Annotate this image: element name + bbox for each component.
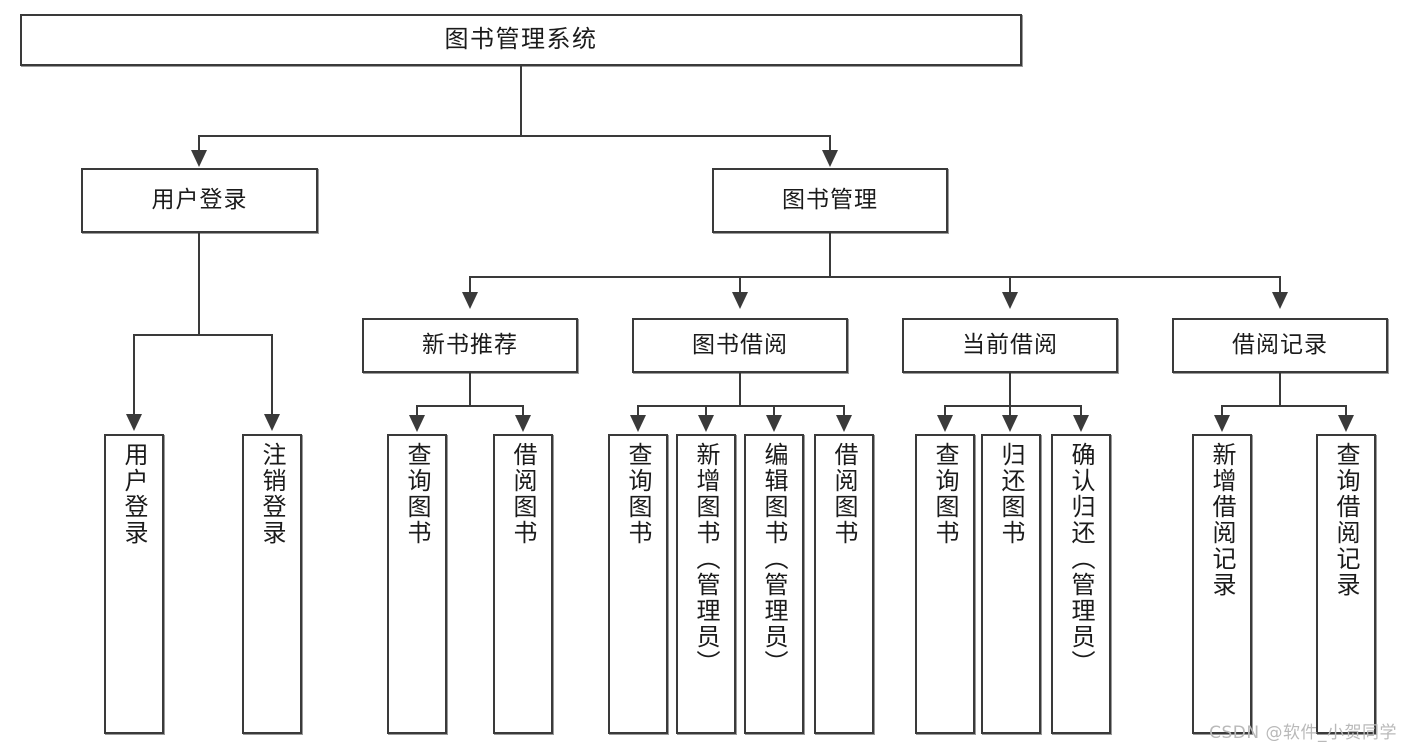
connector-user-login-stem bbox=[198, 233, 200, 335]
node-root-library-system[interactable]: 图书管理系统 bbox=[20, 14, 1022, 66]
connector-bb-bus bbox=[637, 405, 845, 407]
connector-nbr-bus bbox=[416, 405, 524, 407]
arrow-to-leaf-user-login bbox=[126, 414, 142, 431]
connector-cb-drop-1 bbox=[944, 405, 946, 417]
arrow-to-leaf-bb-add bbox=[698, 415, 714, 432]
leaf-nbr-borrow-book[interactable]: 借阅图书 bbox=[493, 434, 553, 734]
node-user-login[interactable]: 用户登录 bbox=[81, 168, 318, 233]
connector-bb-drop-4 bbox=[843, 405, 845, 417]
connector-bb-drop-3 bbox=[773, 405, 775, 417]
connector-cb-bus bbox=[944, 405, 1082, 407]
leaf-bb-edit-book-admin[interactable]: 编辑图书（管理员） bbox=[744, 434, 804, 734]
node-label: 图书借阅 bbox=[692, 332, 788, 359]
arrow-to-leaf-cb-query bbox=[937, 415, 953, 432]
node-new-book-recommend[interactable]: 新书推荐 bbox=[362, 318, 578, 373]
arrow-to-borrow-records bbox=[1272, 292, 1288, 309]
arrow-to-book-manage bbox=[822, 150, 838, 167]
arrow-to-leaf-bb-query bbox=[630, 415, 646, 432]
connector-user-login-bus bbox=[133, 334, 273, 336]
arrow-to-leaf-cb-return bbox=[1002, 415, 1018, 432]
leaf-user-login[interactable]: 用户登录 bbox=[104, 434, 164, 734]
arrow-to-leaf-nbr-borrow bbox=[515, 415, 531, 432]
connector-cb-drop-3 bbox=[1080, 405, 1082, 417]
leaf-cb-query-book[interactable]: 查询图书 bbox=[915, 434, 975, 734]
node-label: 查询借阅记录 bbox=[1332, 442, 1360, 598]
node-label: 用户登录 bbox=[151, 187, 248, 214]
node-label: 图书管理 bbox=[782, 187, 878, 214]
leaf-logout[interactable]: 注销登录 bbox=[242, 434, 302, 734]
node-label: 当前借阅 bbox=[962, 332, 1058, 359]
connector-bm-drop-1 bbox=[469, 276, 471, 294]
connector-bm-drop-3 bbox=[1009, 276, 1011, 294]
connector-cb-drop-2 bbox=[1009, 405, 1011, 417]
leaf-cb-confirm-return-admin[interactable]: 确认归还（管理员） bbox=[1051, 434, 1111, 734]
connector-br-drop-1 bbox=[1221, 405, 1223, 417]
node-current-borrow[interactable]: 当前借阅 bbox=[902, 318, 1118, 373]
node-label: 查询图书 bbox=[403, 442, 431, 546]
node-label: 确认归还（管理员） bbox=[1067, 442, 1095, 676]
connector-bb-drop-1 bbox=[637, 405, 639, 417]
connector-user-login-drop-1 bbox=[133, 334, 135, 416]
node-label: 查询图书 bbox=[624, 442, 652, 546]
connector-cb-stem bbox=[1009, 373, 1011, 406]
node-label: 查询图书 bbox=[931, 442, 959, 546]
connector-br-bus bbox=[1221, 405, 1347, 407]
connector-bb-drop-2 bbox=[705, 405, 707, 417]
node-label: 借阅记录 bbox=[1232, 332, 1328, 359]
arrow-to-leaf-br-add bbox=[1214, 415, 1230, 432]
connector-user-login-drop-2 bbox=[271, 334, 273, 416]
node-label: 借阅图书 bbox=[509, 442, 537, 546]
node-book-borrow[interactable]: 图书借阅 bbox=[632, 318, 848, 373]
connector-nbr-drop-1 bbox=[416, 405, 418, 417]
leaf-bb-borrow-book[interactable]: 借阅图书 bbox=[814, 434, 874, 734]
leaf-bb-query-book[interactable]: 查询图书 bbox=[608, 434, 668, 734]
connector-root-bus bbox=[199, 135, 831, 137]
node-label: 归还图书 bbox=[997, 442, 1025, 546]
node-label: 新增借阅记录 bbox=[1208, 442, 1236, 598]
leaf-cb-return-book[interactable]: 归还图书 bbox=[981, 434, 1041, 734]
node-label: 新书推荐 bbox=[422, 332, 518, 359]
node-label: 借阅图书 bbox=[830, 442, 858, 546]
node-label: 图书管理系统 bbox=[444, 25, 598, 54]
connector-root-to-user-login bbox=[198, 135, 200, 153]
arrow-to-new-book-recommend bbox=[462, 292, 478, 309]
arrow-to-user-login bbox=[191, 150, 207, 167]
arrow-to-leaf-cb-confirm bbox=[1073, 415, 1089, 432]
leaf-bb-add-book-admin[interactable]: 新增图书（管理员） bbox=[676, 434, 736, 734]
node-borrow-records[interactable]: 借阅记录 bbox=[1172, 318, 1388, 373]
arrow-to-leaf-logout bbox=[264, 414, 280, 431]
arrow-to-book-borrow bbox=[732, 292, 748, 309]
connector-br-drop-2 bbox=[1345, 405, 1347, 417]
leaf-br-query-record[interactable]: 查询借阅记录 bbox=[1316, 434, 1376, 734]
leaf-br-add-record[interactable]: 新增借阅记录 bbox=[1192, 434, 1252, 734]
node-label: 新增图书（管理员） bbox=[692, 442, 720, 676]
connector-nbr-stem bbox=[469, 373, 471, 406]
connector-br-stem bbox=[1279, 373, 1281, 406]
connector-bm-drop-2 bbox=[739, 276, 741, 294]
leaf-nbr-query-book[interactable]: 查询图书 bbox=[387, 434, 447, 734]
node-label: 用户登录 bbox=[120, 442, 148, 546]
connector-bm-drop-4 bbox=[1279, 276, 1281, 294]
connector-root-stem bbox=[520, 66, 522, 136]
node-label: 编辑图书（管理员） bbox=[760, 442, 788, 676]
connector-book-manage-bus bbox=[469, 276, 1281, 278]
connector-bb-stem bbox=[739, 373, 741, 406]
arrow-to-leaf-bb-edit bbox=[766, 415, 782, 432]
connector-root-to-book-manage bbox=[829, 135, 831, 153]
connector-nbr-drop-2 bbox=[522, 405, 524, 417]
arrow-to-leaf-br-query bbox=[1338, 415, 1354, 432]
node-label: 注销登录 bbox=[258, 442, 286, 546]
arrow-to-leaf-nbr-query bbox=[409, 415, 425, 432]
arrow-to-current-borrow bbox=[1002, 292, 1018, 309]
arrow-to-leaf-bb-borrow bbox=[836, 415, 852, 432]
connector-book-manage-stem bbox=[829, 233, 831, 277]
node-book-management[interactable]: 图书管理 bbox=[712, 168, 948, 233]
